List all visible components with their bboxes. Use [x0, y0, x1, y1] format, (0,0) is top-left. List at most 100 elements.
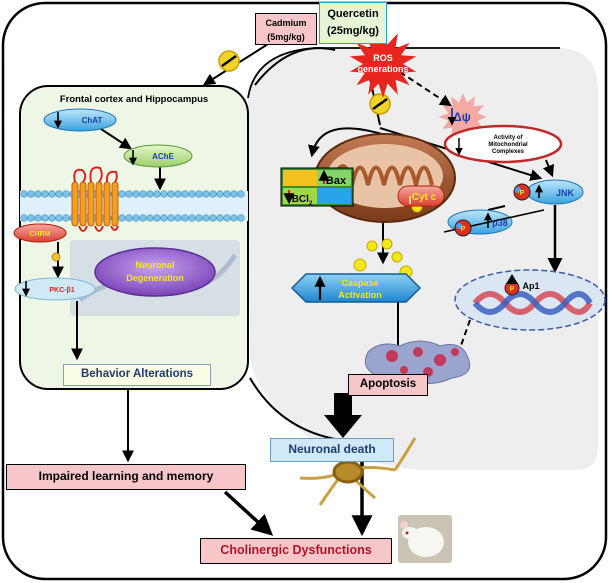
delta-psi-label: Δψ — [453, 110, 471, 124]
cadmium-name: Cadmium — [265, 18, 307, 28]
degeneration-label: Neuronal — [135, 260, 174, 270]
lipid-bead — [125, 190, 133, 198]
dna-icon — [472, 291, 593, 315]
lipid-bead — [34, 214, 42, 222]
lipid-bead — [167, 190, 175, 198]
lipid-bead — [48, 190, 56, 198]
lipid-bead — [48, 214, 56, 222]
degeneration-label: Degeneration — [126, 273, 184, 283]
receptor-icon — [71, 166, 119, 232]
cadmium-box: Cadmium (5mg/kg) — [255, 13, 317, 45]
lipid-bead — [223, 214, 231, 222]
lipid-bead — [20, 190, 28, 198]
lipid-bead — [237, 190, 245, 198]
lipid-bead — [132, 190, 140, 198]
lipid-bead — [202, 190, 210, 198]
ache-pill — [123, 144, 193, 168]
lipid-bead — [181, 190, 189, 198]
lipid-bead — [237, 214, 245, 222]
quercetin-box: Quercetin (25mg/kg) — [319, 2, 387, 44]
p38-label: p38 — [492, 218, 508, 228]
membrane-potential-burst-icon — [439, 93, 487, 141]
lipid-bead — [160, 190, 168, 198]
lipid-bead — [62, 214, 70, 222]
lipid-bead — [139, 190, 147, 198]
lipid-bead — [223, 190, 231, 198]
mito-activity-label: Activity of — [493, 135, 523, 141]
neuronal-degeneration-oval — [94, 247, 216, 297]
lipid-bead — [27, 214, 35, 222]
lipid-bead — [181, 214, 189, 222]
quercetin-dose: (25mg/kg) — [327, 25, 379, 37]
lipid-bead — [125, 214, 133, 222]
phospho-icon — [513, 183, 531, 201]
lipid-bead — [41, 190, 49, 198]
cytc-label: Cyt c — [412, 192, 437, 203]
lipid-bead — [230, 214, 238, 222]
apoptosis-box: Apoptosis — [348, 374, 428, 396]
lipid-bead — [20, 214, 28, 222]
ros-label: ROS — [373, 53, 393, 63]
pkc-label: PKC-β1 — [49, 287, 74, 294]
lipid-bead — [118, 190, 126, 198]
lipid-bead — [160, 214, 168, 222]
lipid-bead — [34, 190, 42, 198]
cytochrome-vesicles — [353, 201, 423, 279]
ap1-label: Ap1 — [522, 281, 539, 291]
lipid-bead — [174, 214, 182, 222]
lipid-bead — [146, 190, 154, 198]
lipid-bead — [153, 190, 161, 198]
phospho-label: P — [510, 286, 515, 293]
inhibit-icon — [218, 50, 240, 72]
lipid-bead — [153, 214, 161, 222]
lipid-bead — [62, 190, 70, 198]
lipid-bead — [27, 190, 35, 198]
lipid-bead — [41, 214, 49, 222]
lipid-bead — [188, 190, 196, 198]
quercetin-name: Quercetin — [327, 8, 379, 20]
neuronal-death-box: Neuronal death — [270, 438, 394, 462]
inhibit-icon — [369, 93, 391, 115]
lipid-bead — [209, 214, 217, 222]
lipid-bead — [55, 214, 63, 222]
cadmium-dose: (5mg/kg) — [267, 32, 305, 42]
mito-activity-oval — [443, 124, 563, 164]
phospho-icon — [454, 219, 472, 237]
cell-membrane — [20, 190, 248, 222]
lipid-bead — [195, 190, 203, 198]
lipid-bead — [167, 214, 175, 222]
lipid-bead — [202, 214, 210, 222]
lipid-bead — [216, 214, 224, 222]
caspase-label: Activation — [338, 290, 382, 300]
lipid-bead — [188, 214, 196, 222]
behavior-alterations-box: Behavior Alterations — [63, 364, 211, 386]
ache-label: AChE — [152, 152, 174, 161]
mito-activity-label: Complexes — [492, 149, 525, 155]
chrm-label: CHRM — [30, 231, 51, 238]
ros-label: generations — [357, 64, 408, 74]
chrm-pill — [13, 223, 67, 243]
jnk-label: JNK — [556, 188, 575, 198]
lipid-bead — [146, 214, 154, 222]
lipid-bead — [230, 190, 238, 198]
lipid-bead — [174, 190, 182, 198]
bcl2-label: BCl2 — [292, 194, 313, 207]
pkc-pill — [14, 277, 96, 301]
phospho-label: P — [520, 190, 525, 197]
lipid-bead — [139, 214, 147, 222]
lipid-bead — [132, 214, 140, 222]
chat-label: ChAT — [82, 116, 103, 125]
mito-activity-label: Mitochondrial — [488, 142, 528, 148]
bax-label: Bax — [326, 175, 347, 187]
phospho-label: P — [461, 226, 466, 233]
cholinergic-dysfunctions-box: Cholinergic Dysfunctions — [200, 538, 392, 564]
impaired-learning-box: Impaired learning and memory — [6, 464, 246, 490]
ros-burst-icon — [349, 30, 417, 98]
lipid-bead — [195, 214, 203, 222]
caspase-label: Caspase — [341, 278, 378, 288]
lipid-bead — [209, 190, 217, 198]
chat-pill — [43, 108, 117, 132]
apoptosis-panel — [248, 48, 598, 470]
apoptosis-to-death-arrow — [324, 393, 362, 438]
panel-title: Frontal cortex and Hippocampus — [60, 94, 208, 105]
